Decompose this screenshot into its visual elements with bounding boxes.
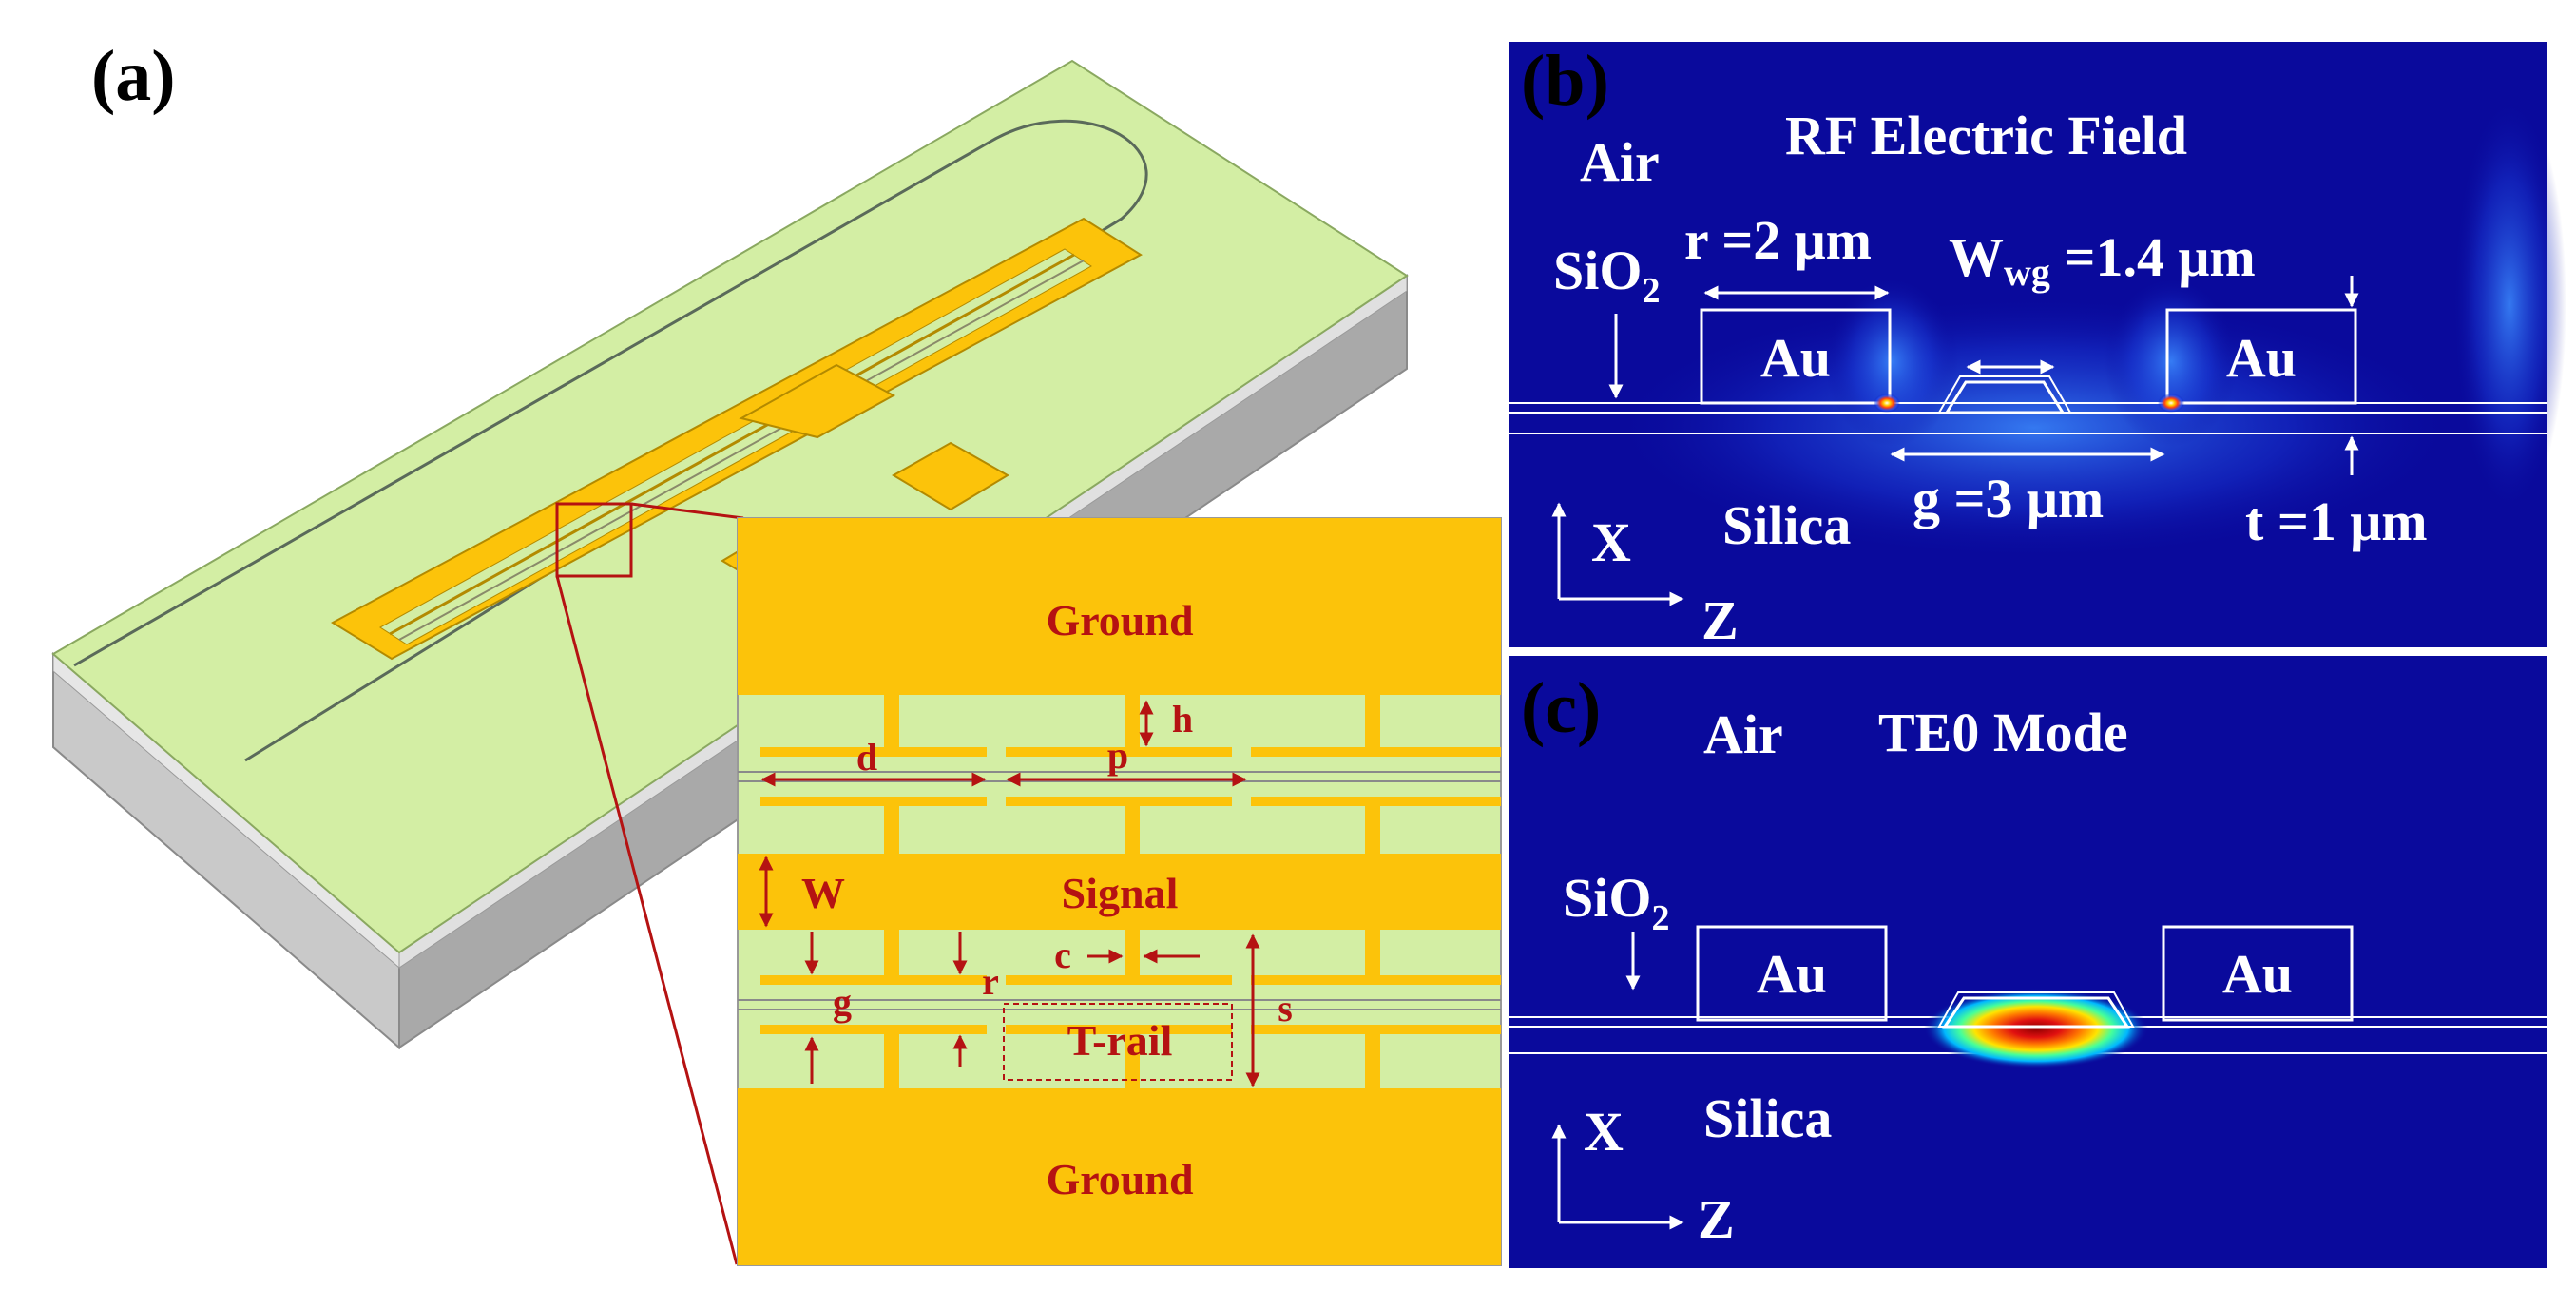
- dim-d-label: d: [856, 736, 877, 779]
- sio2-label-c: SiO2: [1563, 867, 1670, 938]
- field-glow-left-electrode: [1825, 276, 1958, 447]
- waveguide-loop: [73, 119, 1148, 762]
- ground-bottom-label: Ground: [1046, 1155, 1194, 1203]
- signal-electrode: [738, 854, 1501, 930]
- t-rail-label: T-rail: [1067, 1016, 1173, 1065]
- panel-b-label: (b): [1521, 41, 1609, 121]
- dim-s-label: s: [1278, 987, 1293, 1029]
- panel-b-field-glow: [1606, 295, 2462, 561]
- silica-label-c: Silica: [1703, 1087, 1832, 1149]
- hotspot-right: [2158, 394, 2184, 413]
- panel-a-inset: Ground Signal Ground T-rail d p h W g r …: [737, 517, 1502, 1266]
- axis-z-label-c: Z: [1698, 1188, 1735, 1250]
- zoom-line-bottom: [555, 575, 739, 1265]
- waveguide-cladding: [1937, 375, 2072, 414]
- field-glow-right-edge: [2452, 95, 2566, 513]
- field-glow-right-electrode: [2105, 276, 2238, 447]
- upper-t-rails: [760, 695, 1501, 854]
- panel-c-title: TE0 Mode: [1878, 702, 2128, 763]
- au-label-left-b: Au: [1760, 327, 1831, 389]
- au-label-left-c: Au: [1757, 943, 1827, 1005]
- axis-x-label-b: X: [1591, 511, 1631, 573]
- silica-label-b: Silica: [1722, 494, 1851, 556]
- au-electrode-right: [2165, 308, 2357, 405]
- ground-top-label: Ground: [1046, 596, 1194, 644]
- zoom-box: [555, 502, 633, 578]
- panel-b-title: RF Electric Field: [1785, 105, 2187, 166]
- contact-pad-line: [739, 363, 896, 439]
- axis-x-label-c: X: [1584, 1101, 1624, 1163]
- r-label: r =2 μm: [1684, 209, 1872, 271]
- panel-c-background: [1509, 656, 2547, 1268]
- g-label: g =3 μm: [1913, 468, 2104, 529]
- dim-r-label: r: [982, 960, 999, 1003]
- lower-t-rails: [760, 930, 1501, 1088]
- axis-z-label-b: Z: [1701, 589, 1739, 651]
- ground-bottom-electrode: [738, 1088, 1501, 1265]
- signal-label: Signal: [1062, 869, 1179, 917]
- panel-c-label: (c): [1521, 668, 1601, 748]
- t-label: t =1 μm: [2245, 490, 2428, 552]
- panel-a-label: (a): [91, 36, 176, 116]
- au-electrode-left-c: [1696, 925, 1888, 1022]
- te0-mode-profile: [1924, 989, 2148, 1068]
- dim-h-label: h: [1172, 698, 1193, 741]
- wwg-label: Wwg =1.4 μm: [1949, 226, 2256, 294]
- contact-pad-large: [892, 441, 1009, 511]
- ground-top-electrode: [738, 518, 1501, 695]
- dim-c-label: c: [1054, 933, 1071, 976]
- au-label-right-c: Au: [2222, 943, 2293, 1005]
- sio2-label-b: SiO2: [1553, 240, 1661, 311]
- au-electrode-left: [1700, 308, 1892, 405]
- panel-b: (b) RF Electric Field Air SiO2 r =2 μm W…: [1509, 41, 2566, 651]
- dim-W-label: W: [801, 869, 845, 917]
- au-label-right-b: Au: [2226, 327, 2297, 389]
- dim-p-label: p: [1107, 734, 1128, 777]
- air-label-c: Air: [1703, 703, 1783, 765]
- air-label-b: Air: [1580, 131, 1660, 193]
- zoom-line-top: [630, 502, 744, 520]
- hotspot-left: [1874, 394, 1900, 413]
- t-rail-box: [1003, 1003, 1233, 1081]
- panel-c: (c) Air TE0 Mode SiO2 Au Au Silica X Z: [1509, 656, 2547, 1268]
- dim-g-label: g: [833, 981, 852, 1024]
- waveguide-cladding-c: [1937, 991, 2135, 1028]
- au-electrode-right-c: [2162, 925, 2354, 1022]
